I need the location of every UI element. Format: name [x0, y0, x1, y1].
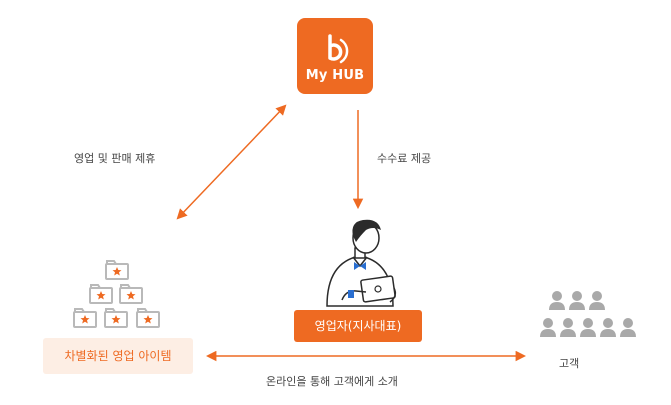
sales-agent-illustration [326, 219, 397, 307]
agent-badge: 영업자(지사대표) [294, 310, 422, 342]
partnership-label: 영업 및 판매 제휴 [74, 152, 156, 165]
online-intro-label: 온라인을 통해 고객에게 소개 [266, 375, 398, 388]
my-hub-logo [297, 18, 373, 94]
partnership-arrow [176, 104, 287, 220]
logo-text: My HUB [305, 68, 365, 83]
customers-group-icon [540, 291, 636, 337]
hub-logo-icon [328, 34, 349, 64]
folder-stack-icon [73, 260, 160, 328]
sales-items-badge: 차별화된 영업 아이템 [43, 338, 193, 374]
commission-label: 수수료 제공 [377, 152, 432, 165]
customers-label: 고객 [559, 357, 580, 370]
